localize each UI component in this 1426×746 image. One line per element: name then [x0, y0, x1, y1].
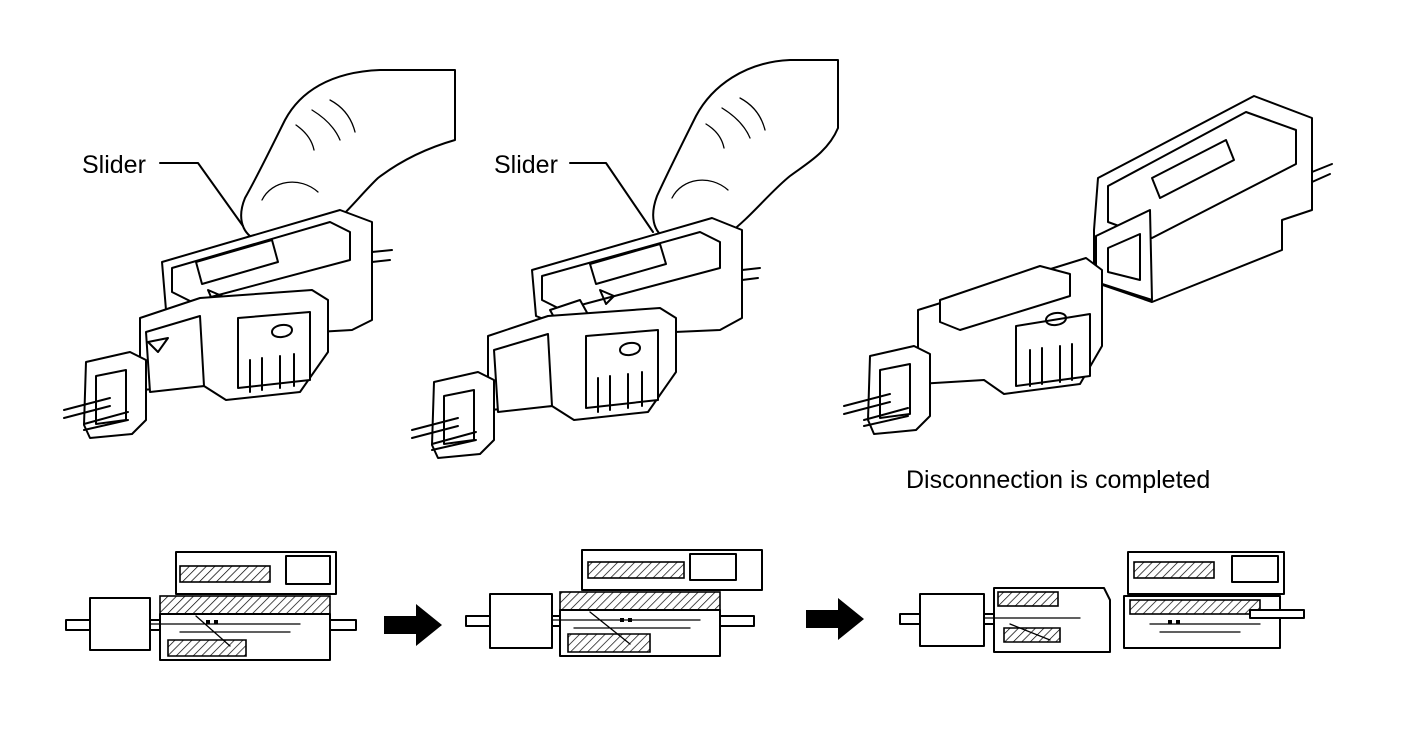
- disconnection-caption: Disconnection is completed: [906, 466, 1211, 494]
- slider-leader-line-2: [569, 162, 654, 233]
- step-2-illustration: [411, 59, 839, 459]
- connector-assembly: [411, 217, 761, 459]
- step-1-illustration: [63, 69, 456, 439]
- slider-label: Slider: [82, 151, 146, 179]
- finger-illustration: [652, 59, 839, 246]
- connector-cross-section: [65, 549, 1305, 661]
- connector-assembly: [843, 95, 1333, 435]
- right-arrow-icon: [384, 604, 442, 646]
- connector-assembly: [63, 209, 393, 439]
- slider-label: Slider: [494, 151, 558, 179]
- step-3-illustration: [843, 95, 1333, 435]
- slider-leader-line-1: [159, 162, 244, 227]
- right-arrow-icon: [806, 598, 864, 640]
